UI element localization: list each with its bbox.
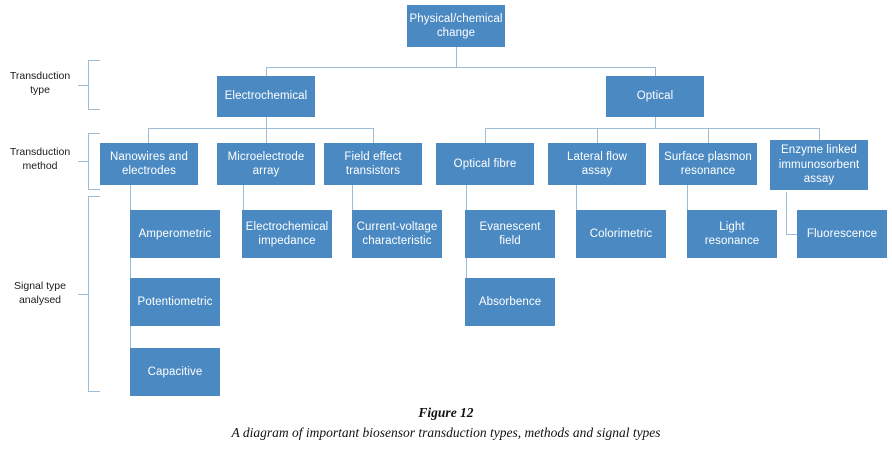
node-capacitive[interactable]: Capacitive: [130, 348, 220, 396]
brace-tick-transduction-method: [78, 161, 88, 162]
connector-optical-bus: [485, 128, 819, 129]
connector-elisa-to-fluorescence: [786, 234, 798, 235]
connector-to-electrochemical: [266, 67, 267, 76]
node-fluorescence[interactable]: Fluorescence: [797, 210, 887, 258]
connector-to-microelectrode-array: [266, 128, 267, 143]
node-microelectrode-array[interactable]: Microelectrode array: [217, 143, 315, 185]
connector-to-optical: [655, 67, 656, 76]
brace-tick-signal-type-analysed: [78, 294, 88, 295]
connector-level2-bus: [266, 67, 656, 68]
node-evanescent-field[interactable]: Evanescent field: [465, 210, 555, 258]
node-optical[interactable]: Optical: [606, 76, 704, 117]
connector-elisa-stem: [786, 192, 787, 234]
connector-to-nanowires-and-electrodes: [148, 128, 149, 143]
brace-signal-type-analysed: [88, 196, 100, 392]
connector-optical-stem: [655, 117, 656, 128]
connector-to-surface-plasmon-resonance: [708, 128, 709, 143]
connector-lateral-flow-stem: [576, 185, 577, 234]
connector-electrochemical-bus: [148, 128, 373, 129]
figure-caption-text: A diagram of important biosensor transdu…: [231, 425, 661, 440]
connector-fet-stem: [352, 185, 353, 234]
brace-transduction-type: [88, 60, 100, 110]
node-potentiometric[interactable]: Potentiometric: [130, 278, 220, 326]
node-absorbence[interactable]: Absorbence: [465, 278, 555, 326]
connector-to-optical-fibre: [485, 128, 486, 143]
connector-electrochemical-stem: [266, 117, 267, 128]
node-nanowires-and-electrodes[interactable]: Nanowires and electrodes: [100, 143, 198, 185]
node-enzyme-linked-immunosorbent-assay[interactable]: Enzyme linked immunosorbent assay: [770, 140, 868, 190]
row-label-transduction-type: Transduction type: [9, 70, 71, 96]
connector-spr-stem: [687, 185, 688, 234]
connector-to-enzyme-linked-immunosorbent-assay: [819, 128, 820, 143]
figure-caption-title: Figure 12: [418, 405, 474, 420]
connector-root-stem: [456, 47, 457, 67]
connector-to-field-effect-transistors: [373, 128, 374, 143]
connector-to-lateral-flow-assay: [597, 128, 598, 143]
brace-tick-transduction-type: [78, 85, 88, 86]
brace-transduction-method: [88, 133, 100, 190]
node-electrochemical[interactable]: Electrochemical: [217, 76, 315, 117]
node-amperometric[interactable]: Amperometric: [130, 210, 220, 258]
node-electrochemical-impedance[interactable]: Electrochemical impedance: [242, 210, 332, 258]
node-current-voltage-characteristic[interactable]: Current-voltage characteristic: [352, 210, 442, 258]
node-field-effect-transistors[interactable]: Field effect transistors: [324, 143, 422, 185]
node-optical-fibre[interactable]: Optical fibre: [436, 143, 534, 185]
node-light-resonance[interactable]: Light resonance: [687, 210, 777, 258]
connector-microelectrode-stem: [243, 185, 244, 234]
node-surface-plasmon-resonance[interactable]: Surface plasmon resonance: [659, 143, 757, 185]
row-label-signal-type-analysed: Signal type analysed: [14, 280, 66, 306]
node-lateral-flow-assay[interactable]: Lateral flow assay: [548, 143, 646, 185]
row-label-transduction-method: Transduction method: [9, 146, 71, 172]
node-colorimetric[interactable]: Colorimetric: [576, 210, 666, 258]
node-physical-chemical-change[interactable]: Physical/chemical change: [407, 5, 505, 47]
